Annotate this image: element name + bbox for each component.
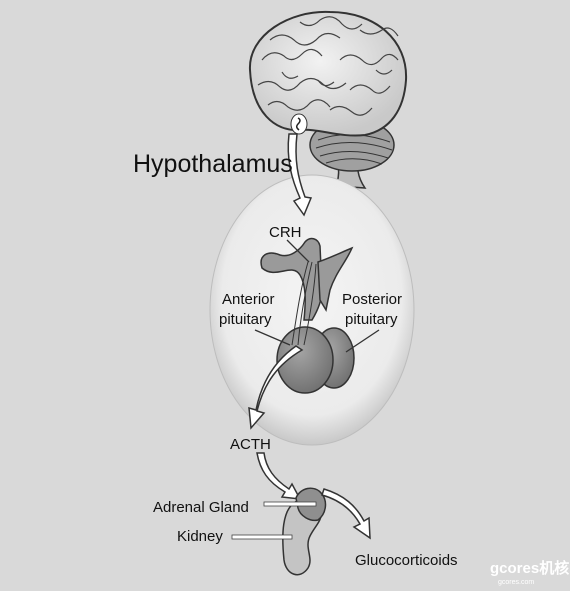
posterior-pituitary-label-line2: pituitary: [345, 311, 398, 328]
anterior-pituitary-label-line1: Anterior: [222, 291, 275, 308]
organ-pointer-bars: [231, 501, 317, 540]
glucocorticoids-label: Glucocorticoids: [355, 552, 458, 569]
kidney-adrenal-illustration: [282, 487, 327, 576]
arrow-hypothalamus-to-crh: [287, 133, 313, 217]
adrenal-gland-label: Adrenal Gland: [153, 499, 249, 516]
arrow-pituitary-to-acth: [248, 345, 304, 430]
adrenal-pointer-bar: [263, 501, 317, 507]
portal-vessels: [291, 261, 317, 346]
posterior-stalk: [317, 246, 354, 313]
posterior-pointer: [345, 329, 380, 353]
anterior-pointer: [254, 329, 291, 346]
posterior-pituitary-label-line1: Posterior: [342, 291, 402, 308]
watermark-brand: gcores机核: [490, 559, 569, 577]
anterior-pituitary-label-line2: pituitary: [219, 311, 272, 328]
arrow-acth-to-adrenal: [256, 452, 302, 500]
watermark-url: gcores.com: [498, 579, 534, 586]
kidney-label: Kidney: [177, 528, 223, 545]
acth-label: ACTH: [230, 436, 271, 453]
crh-label: CRH: [269, 224, 302, 241]
crh-pointer: [286, 239, 310, 263]
kidney-pointer-bar: [231, 534, 293, 540]
hypothalamus-marker-detail: [295, 117, 301, 131]
anterior-lobe: [276, 326, 334, 394]
hypothalamus-label: Hypothalamus: [133, 150, 293, 178]
arrow-adrenal-to-glucocorticoids: [321, 488, 371, 540]
label-pointers: [254, 239, 380, 353]
brain-gyri: [257, 16, 399, 116]
brain-illustration: [248, 10, 408, 189]
